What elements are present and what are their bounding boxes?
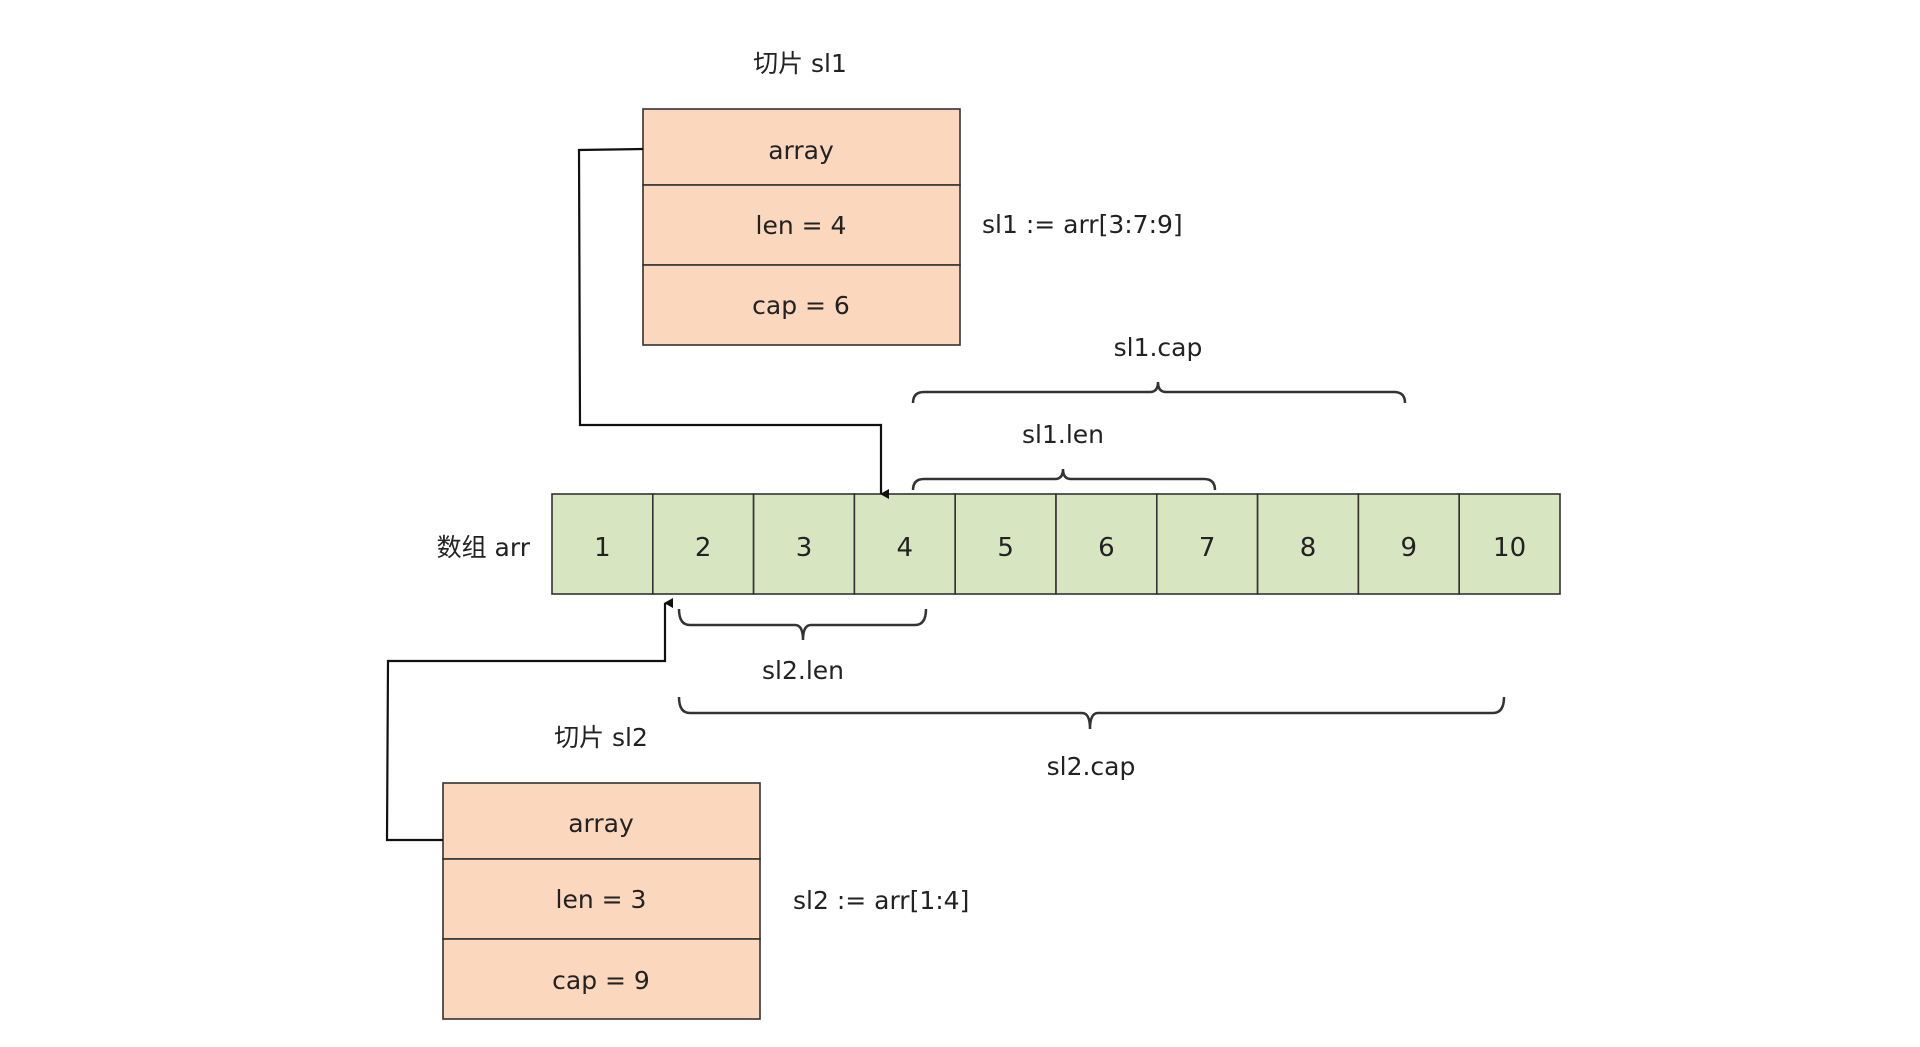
array-cell-value: 4: [897, 533, 914, 563]
slice2-struct: array len = 3 cap = 9: [442, 782, 761, 1020]
array-cell: [853, 493, 957, 595]
array-cell-value: 1: [594, 533, 611, 563]
slice1-struct: array len = 4 cap = 6: [642, 108, 961, 346]
slice1-field-len-label: len = 4: [756, 211, 847, 240]
array-cell: [1156, 493, 1259, 595]
array-cell-value: 3: [796, 533, 813, 563]
slice2-cap-label: sl2.cap: [1047, 752, 1136, 781]
array-cell: [1055, 493, 1158, 595]
slice1-array-pointer-arrow: [577, 147, 889, 499]
slice1-field-cap: [642, 264, 961, 346]
array-cell: [651, 493, 755, 595]
slice1-len-label: sl1.len: [1022, 420, 1104, 449]
array-cell-value: 7: [1199, 533, 1216, 563]
array-cell: [1458, 493, 1561, 595]
array-cell-value: 2: [695, 533, 712, 563]
slice1-field-array-label: array: [768, 136, 834, 165]
slice2-title: 切片 sl2: [554, 723, 648, 752]
slice2-len-label: sl2.len: [762, 656, 844, 685]
array-cell-value: 6: [1098, 533, 1115, 563]
array-cell: [551, 493, 654, 595]
slice2-field-array-label: array: [568, 809, 634, 838]
slice2-cap-brace: [677, 696, 1506, 730]
array-label: 数组 arr: [437, 533, 531, 562]
slice2-field-len: [442, 858, 761, 940]
array-cell-value: 9: [1401, 533, 1418, 563]
array-cells: 1 2 3 4 5 6 7 8 9 10: [551, 493, 1561, 595]
slice2-field-cap-label: cap = 9: [552, 966, 650, 995]
array-cell: [954, 493, 1057, 595]
slice2-len-brace: [677, 608, 928, 641]
slice2-array-pointer-arrow: [385, 598, 673, 842]
array-cell: [752, 493, 856, 595]
slice1-cap-label: sl1.cap: [1114, 333, 1203, 362]
slice1-expression: sl1 := arr[3:7:9]: [982, 210, 1183, 239]
array-cell-value: 5: [997, 533, 1014, 563]
slice2-field-len-label: len = 3: [556, 885, 647, 914]
slice1-len-brace: [911, 468, 1217, 491]
slice1-title: 切片 sl1: [753, 49, 847, 78]
slice1-cap-brace: [911, 381, 1407, 404]
slice1-field-len: [642, 184, 961, 266]
slice1-field-array: [642, 108, 961, 186]
slice2-field-cap: [442, 938, 761, 1020]
slice2-expression: sl2 := arr[1:4]: [793, 886, 969, 915]
array-cell-value: 10: [1493, 533, 1526, 563]
array-cell-value: 8: [1300, 533, 1317, 563]
slice2-field-array: [442, 782, 761, 860]
slice1-field-cap-label: cap = 6: [752, 291, 850, 320]
array-cell: [1357, 493, 1461, 595]
